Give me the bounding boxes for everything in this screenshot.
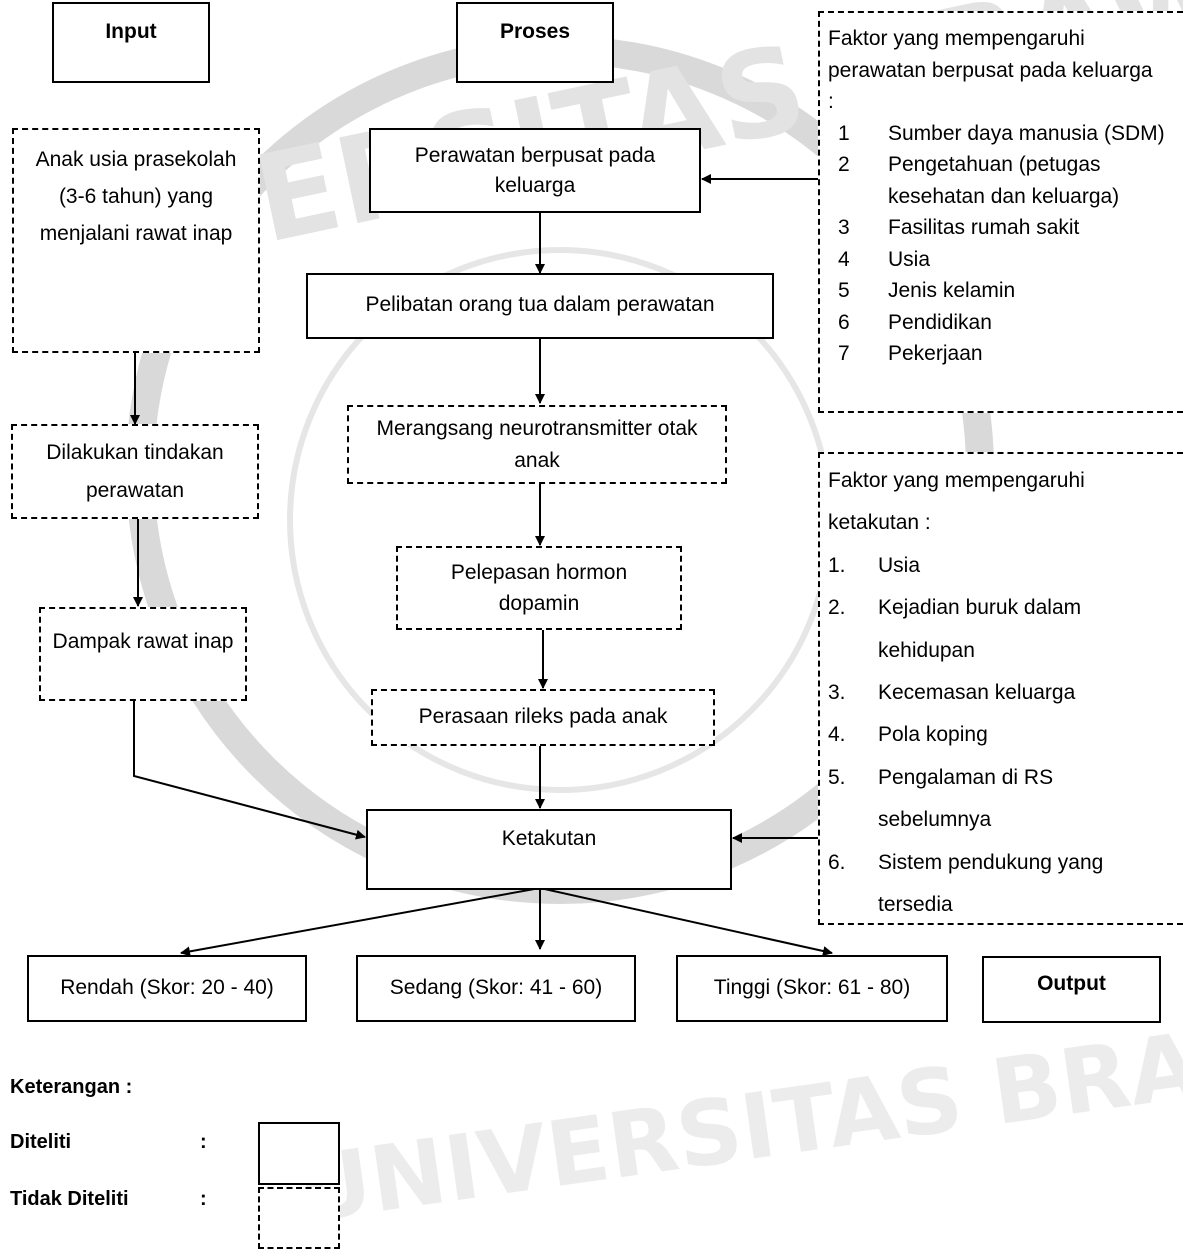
arrow-to-rendah	[180, 887, 541, 957]
legend-dashed-box	[258, 1187, 340, 1249]
list-item: 1.Usia	[828, 553, 921, 577]
box-perawatan-berpusat-keluarga: Perawatan berpusat pada keluarga	[369, 128, 701, 213]
panel-faktor-perawatan-keluarga: Faktor yang mempengaruhi perawatan berpu…	[818, 11, 1183, 413]
legend-diteliti-label: Diteliti	[10, 1131, 72, 1153]
list-item: 4.Pola koping	[828, 723, 988, 747]
list-item: 6.Sistem pendukung yang tersedia	[828, 850, 1104, 917]
panel-faktor-perawatan-title: Faktor yang mempengaruhi perawatan berpu…	[828, 27, 1153, 113]
box-pelibatan-orang-tua: Pelibatan orang tua dalam perawatan	[306, 273, 774, 339]
legend-solid-box	[258, 1122, 340, 1185]
box-output-sedang: Sedang (Skor: 41 - 60)	[356, 955, 636, 1022]
box-output-rendah: Rendah (Skor: 20 - 40)	[27, 955, 307, 1022]
box-merangsang-neurotransmitter: Merangsang neurotransmitter otak anak	[347, 405, 727, 484]
box-perasaan-rileks: Perasaan rileks pada anak	[371, 689, 715, 746]
header-input: Input	[52, 2, 210, 83]
list-item: 3.Kecemasan keluarga	[828, 681, 1076, 705]
arrow-to-tinggi	[539, 887, 833, 956]
box-tindakan-perawatan: Dilakukan tindakan perawatan	[11, 424, 259, 519]
legend-title: Keterangan :	[10, 1076, 133, 1098]
box-pelepasan-dopamin: Pelepasan hormon dopamin	[396, 546, 682, 630]
list-faktor-ketakutan: 1.Usia 2.Kejadian buruk dalam kehidupan …	[828, 545, 1183, 927]
arrow-dampak-to-ketakutan	[133, 700, 366, 840]
list-item: 5.Pengalaman di RS sebelumnya	[828, 765, 1054, 832]
box-output-tinggi: Tinggi (Skor: 61 - 80)	[676, 955, 948, 1022]
box-ketakutan: Ketakutan	[366, 809, 732, 890]
legend-diteliti-colon: :	[200, 1131, 207, 1153]
header-output: Output	[982, 956, 1161, 1023]
legend-tidak-diteliti-colon: :	[200, 1188, 207, 1210]
legend-tidak-diteliti-label: Tidak Diteliti	[10, 1188, 129, 1210]
header-proses: Proses	[456, 2, 614, 83]
list-item: 2.Kejadian buruk dalam kehidupan	[828, 596, 1082, 662]
panel-faktor-ketakutan: Faktor yang mempengaruhi ketakutan : 1.U…	[818, 452, 1183, 925]
box-anak-prasekolah: Anak usia prasekolah (3-6 tahun) yang me…	[12, 128, 260, 353]
box-dampak-rawat-inap: Dampak rawat inap	[39, 607, 247, 701]
panel-faktor-ketakutan-title: Faktor yang mempengaruhi ketakutan :	[828, 469, 1085, 535]
